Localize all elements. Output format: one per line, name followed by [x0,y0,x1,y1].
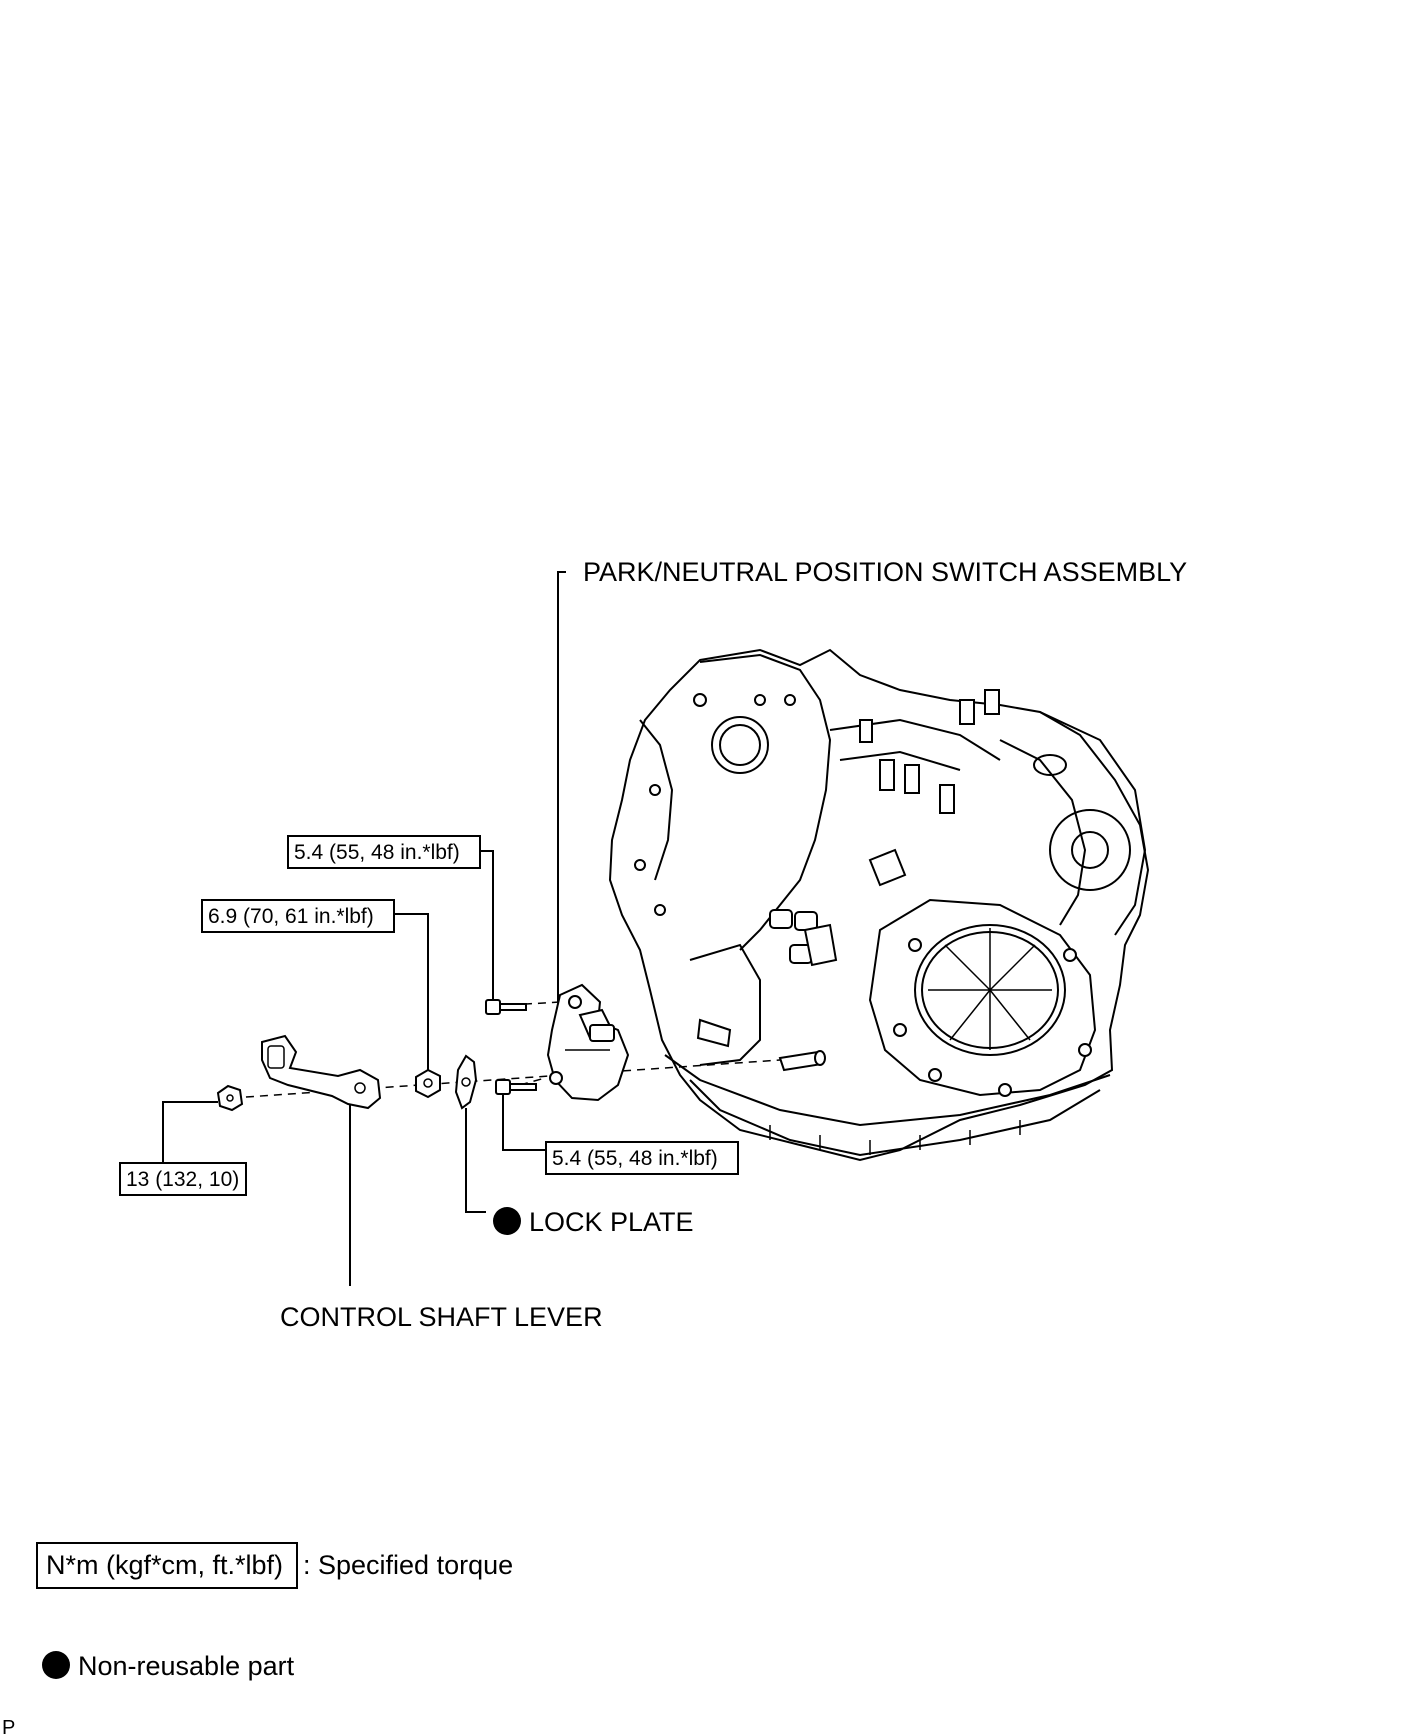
torque-lever-nut: 13 (132, 10) [126,1168,239,1191]
exploded-parts [216,983,781,1112]
nut-part [415,1068,441,1099]
park-neutral-switch-part [546,983,630,1102]
torque-upper-bolt: 5.4 (55, 48 in.*lbf) [294,841,460,864]
legend-torque-unit: N*m (kgf*cm, ft.*lbf) [46,1550,283,1580]
legend-torque-box [36,1542,298,1589]
torque-nut: 6.9 (70, 61 in.*lbf) [208,905,374,928]
torque-box-lower-bolt: 5.4 (55, 48 in.*lbf) [545,1141,739,1175]
torque-box-lever-nut: 13 (132, 10) [119,1162,247,1196]
label-park-neutral-switch: PARK/NEUTRAL POSITION SWITCH ASSEMBLY [583,557,1187,587]
label-control-shaft-lever: CONTROL SHAFT LEVER [280,1302,603,1332]
lock-plate-part [454,1054,478,1110]
torque-lower-bolt: 5.4 (55, 48 in.*lbf) [552,1147,718,1170]
legend: N*m (kgf*cm, ft.*lbf) : Specified torque… [36,1542,513,1681]
torque-box-upper-bolt: 5.4 (55, 48 in.*lbf) [287,835,481,869]
legend-nonreusable-desc: Non-reusable part [78,1651,295,1681]
lever-nut-part [216,1084,244,1112]
legend-torque-desc: : Specified torque [303,1550,513,1580]
footer-code: P [2,1717,15,1734]
nonreusable-marker-icon [493,1207,521,1235]
torque-box-nut: 6.9 (70, 61 in.*lbf) [201,899,395,933]
control-shaft-lever-part [261,1034,382,1110]
label-lock-plate-group: LOCK PLATE [493,1207,694,1237]
label-lock-plate: LOCK PLATE [529,1207,694,1237]
leader-lines [162,571,566,1286]
transaxle-housing [608,648,1150,1162]
upper-bolt-part [485,999,527,1015]
nonreusable-legend-icon [42,1651,70,1679]
lower-bolt-part [495,1079,537,1095]
